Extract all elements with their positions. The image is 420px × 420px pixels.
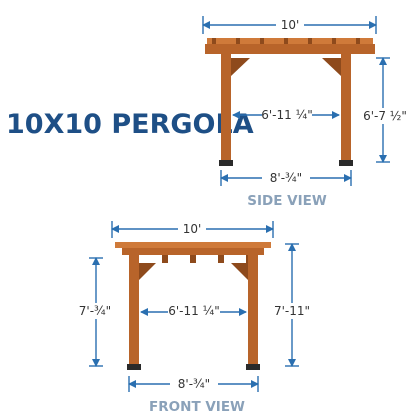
side-brace-right [322, 58, 341, 76]
side-post-left [221, 54, 231, 162]
front-right-height-label: 7'-11" [274, 304, 310, 318]
side-slat-6 [332, 38, 336, 44]
side-height-label: 6'-7 ½" [363, 109, 407, 123]
side-slat-7 [356, 38, 360, 44]
side-foot-left [219, 160, 233, 166]
front-foot-left [127, 364, 141, 370]
front-brace-right [231, 263, 248, 280]
front-view: 10' 7'-¾" [69, 220, 318, 415]
side-post-right [341, 54, 351, 162]
side-top-slats [207, 38, 373, 44]
front-pergola-structure [115, 242, 271, 370]
diagram-title: 10X10 PERGOLA [6, 109, 254, 140]
side-slat-2 [236, 38, 240, 44]
front-rafter-3 [190, 255, 196, 263]
side-foot-right [339, 160, 353, 166]
front-base-label: 8'-¾" [178, 377, 210, 391]
side-pergola-structure [205, 38, 375, 166]
front-right-height-label-bg [266, 303, 318, 319]
front-left-height-label-bg [69, 303, 121, 319]
front-rafter-2 [162, 255, 168, 263]
side-inner-label-bg [262, 106, 312, 122]
side-slat-4 [284, 38, 288, 44]
side-slat-5 [308, 38, 312, 44]
front-width-label-bg [178, 220, 206, 236]
front-width-label: 10' [183, 222, 202, 236]
side-top-beam [205, 44, 375, 54]
front-top-slats [115, 242, 271, 248]
side-view-label: SIDE VIEW [247, 193, 327, 209]
front-view-label: FRONT VIEW [149, 399, 245, 415]
front-inner-label: 6'-11 ¼" [168, 304, 220, 318]
side-base-label: 8'-¾" [270, 171, 302, 185]
front-left-height-label: 7'-¾" [79, 304, 111, 318]
side-slat-3 [260, 38, 264, 44]
front-base-label-bg [170, 376, 218, 392]
side-slat-1 [212, 38, 216, 44]
front-rafter-4 [218, 255, 224, 263]
side-width-label: 10' [281, 18, 300, 32]
front-post-right [248, 255, 258, 366]
front-top-beam [122, 248, 264, 255]
side-height-label-bg [358, 108, 412, 124]
side-base-label-bg [262, 170, 310, 186]
front-brace-left [139, 263, 156, 280]
front-inner-label-bg [168, 303, 220, 319]
front-post-left [129, 255, 139, 366]
side-inner-label: 6'-11 ¼" [261, 108, 313, 122]
side-view: 10' 6'-11 ¼" [202, 16, 412, 209]
side-width-label-bg [276, 16, 304, 32]
side-brace-left [231, 58, 250, 76]
front-foot-right [246, 364, 260, 370]
